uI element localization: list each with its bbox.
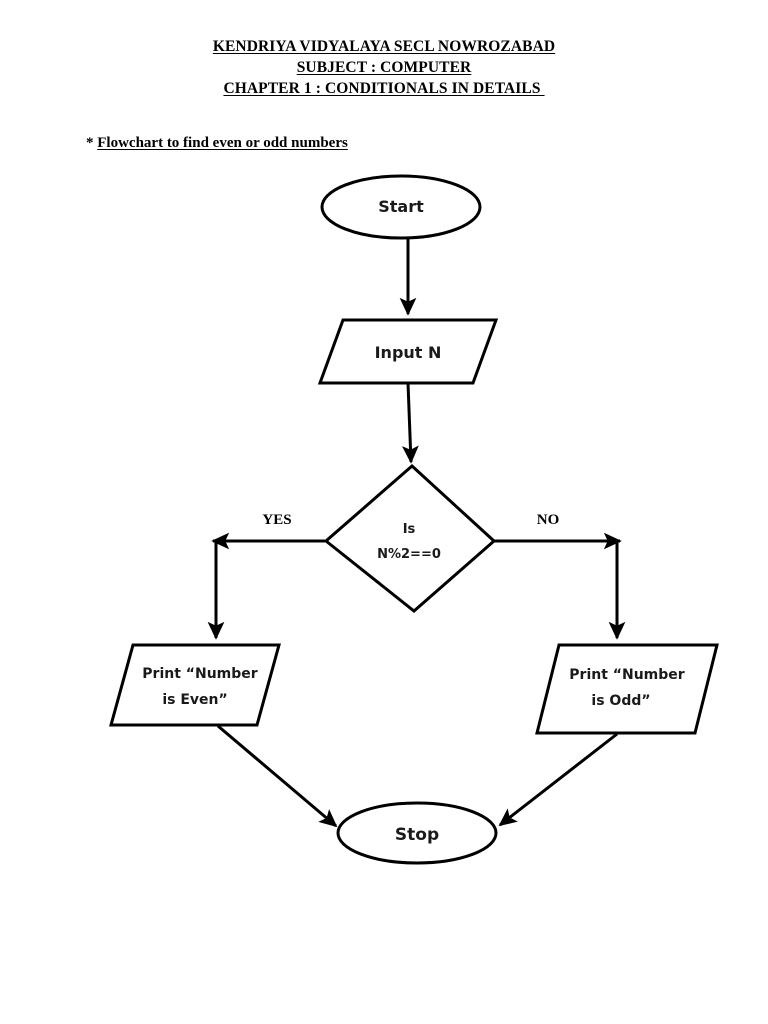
flow-node-start[interactable]: Start [320, 174, 482, 240]
heading-line-1: KENDRIYA VIDYALAYA SECL NOWROZABAD [0, 36, 768, 57]
flow-node-print-odd-label-line1: Print “Number [569, 667, 684, 683]
flowchart-caption: * Flowchart to find even or odd numbers [86, 135, 348, 152]
flow-node-stop-label: Stop [395, 825, 439, 845]
branch-label-no: NO [537, 512, 560, 528]
connector-print-even-to-stop [217, 724, 338, 828]
flow-node-print-even-label-line1: Print “Number [142, 666, 257, 682]
flow-node-decision[interactable]: Is N%2==0 [323, 463, 497, 613]
heading-line-3: CHAPTER 1 : CONDITIONALS IN DETAILS [0, 78, 768, 99]
flow-node-print-even-label-line2: is Even” [162, 692, 227, 708]
flow-node-decision-label-line1: Is [403, 522, 416, 537]
flow-node-print-odd[interactable]: Print “Number is Odd” [535, 643, 719, 735]
heading-line-1-text: KENDRIYA VIDYALAYA SECL NOWROZABAD [212, 38, 556, 55]
flow-node-print-odd-label-line2: is Odd” [591, 693, 650, 709]
branch-label-yes: YES [262, 512, 291, 528]
connector-decision-yes-to-print-even [207, 532, 325, 640]
caption-text: Flowchart to find even or odd numbers [97, 135, 348, 151]
page-heading: KENDRIYA VIDYALAYA SECL NOWROZABAD SUBJE… [0, 36, 768, 99]
connector-decision-no-to-print-odd [494, 532, 626, 640]
flow-node-input[interactable]: Input N [317, 318, 499, 385]
flow-node-decision-label-line2: N%2==0 [377, 547, 441, 562]
heading-line-2-text: SUBJECT : COMPUTER [296, 59, 472, 76]
flow-node-input-label: Input N [375, 343, 442, 362]
caption-bullet-marker: * [86, 135, 98, 151]
connector-print-odd-to-stop [498, 732, 618, 827]
heading-line-2: SUBJECT : COMPUTER [0, 57, 768, 78]
flow-node-print-even[interactable]: Print “Number is Even” [109, 643, 281, 727]
connector-input-to-decision [401, 382, 419, 464]
flow-node-start-label: Start [378, 197, 424, 216]
flow-node-stop[interactable]: Stop [336, 801, 498, 865]
heading-line-3-text: CHAPTER 1 : CONDITIONALS IN DETAILS [223, 80, 545, 97]
